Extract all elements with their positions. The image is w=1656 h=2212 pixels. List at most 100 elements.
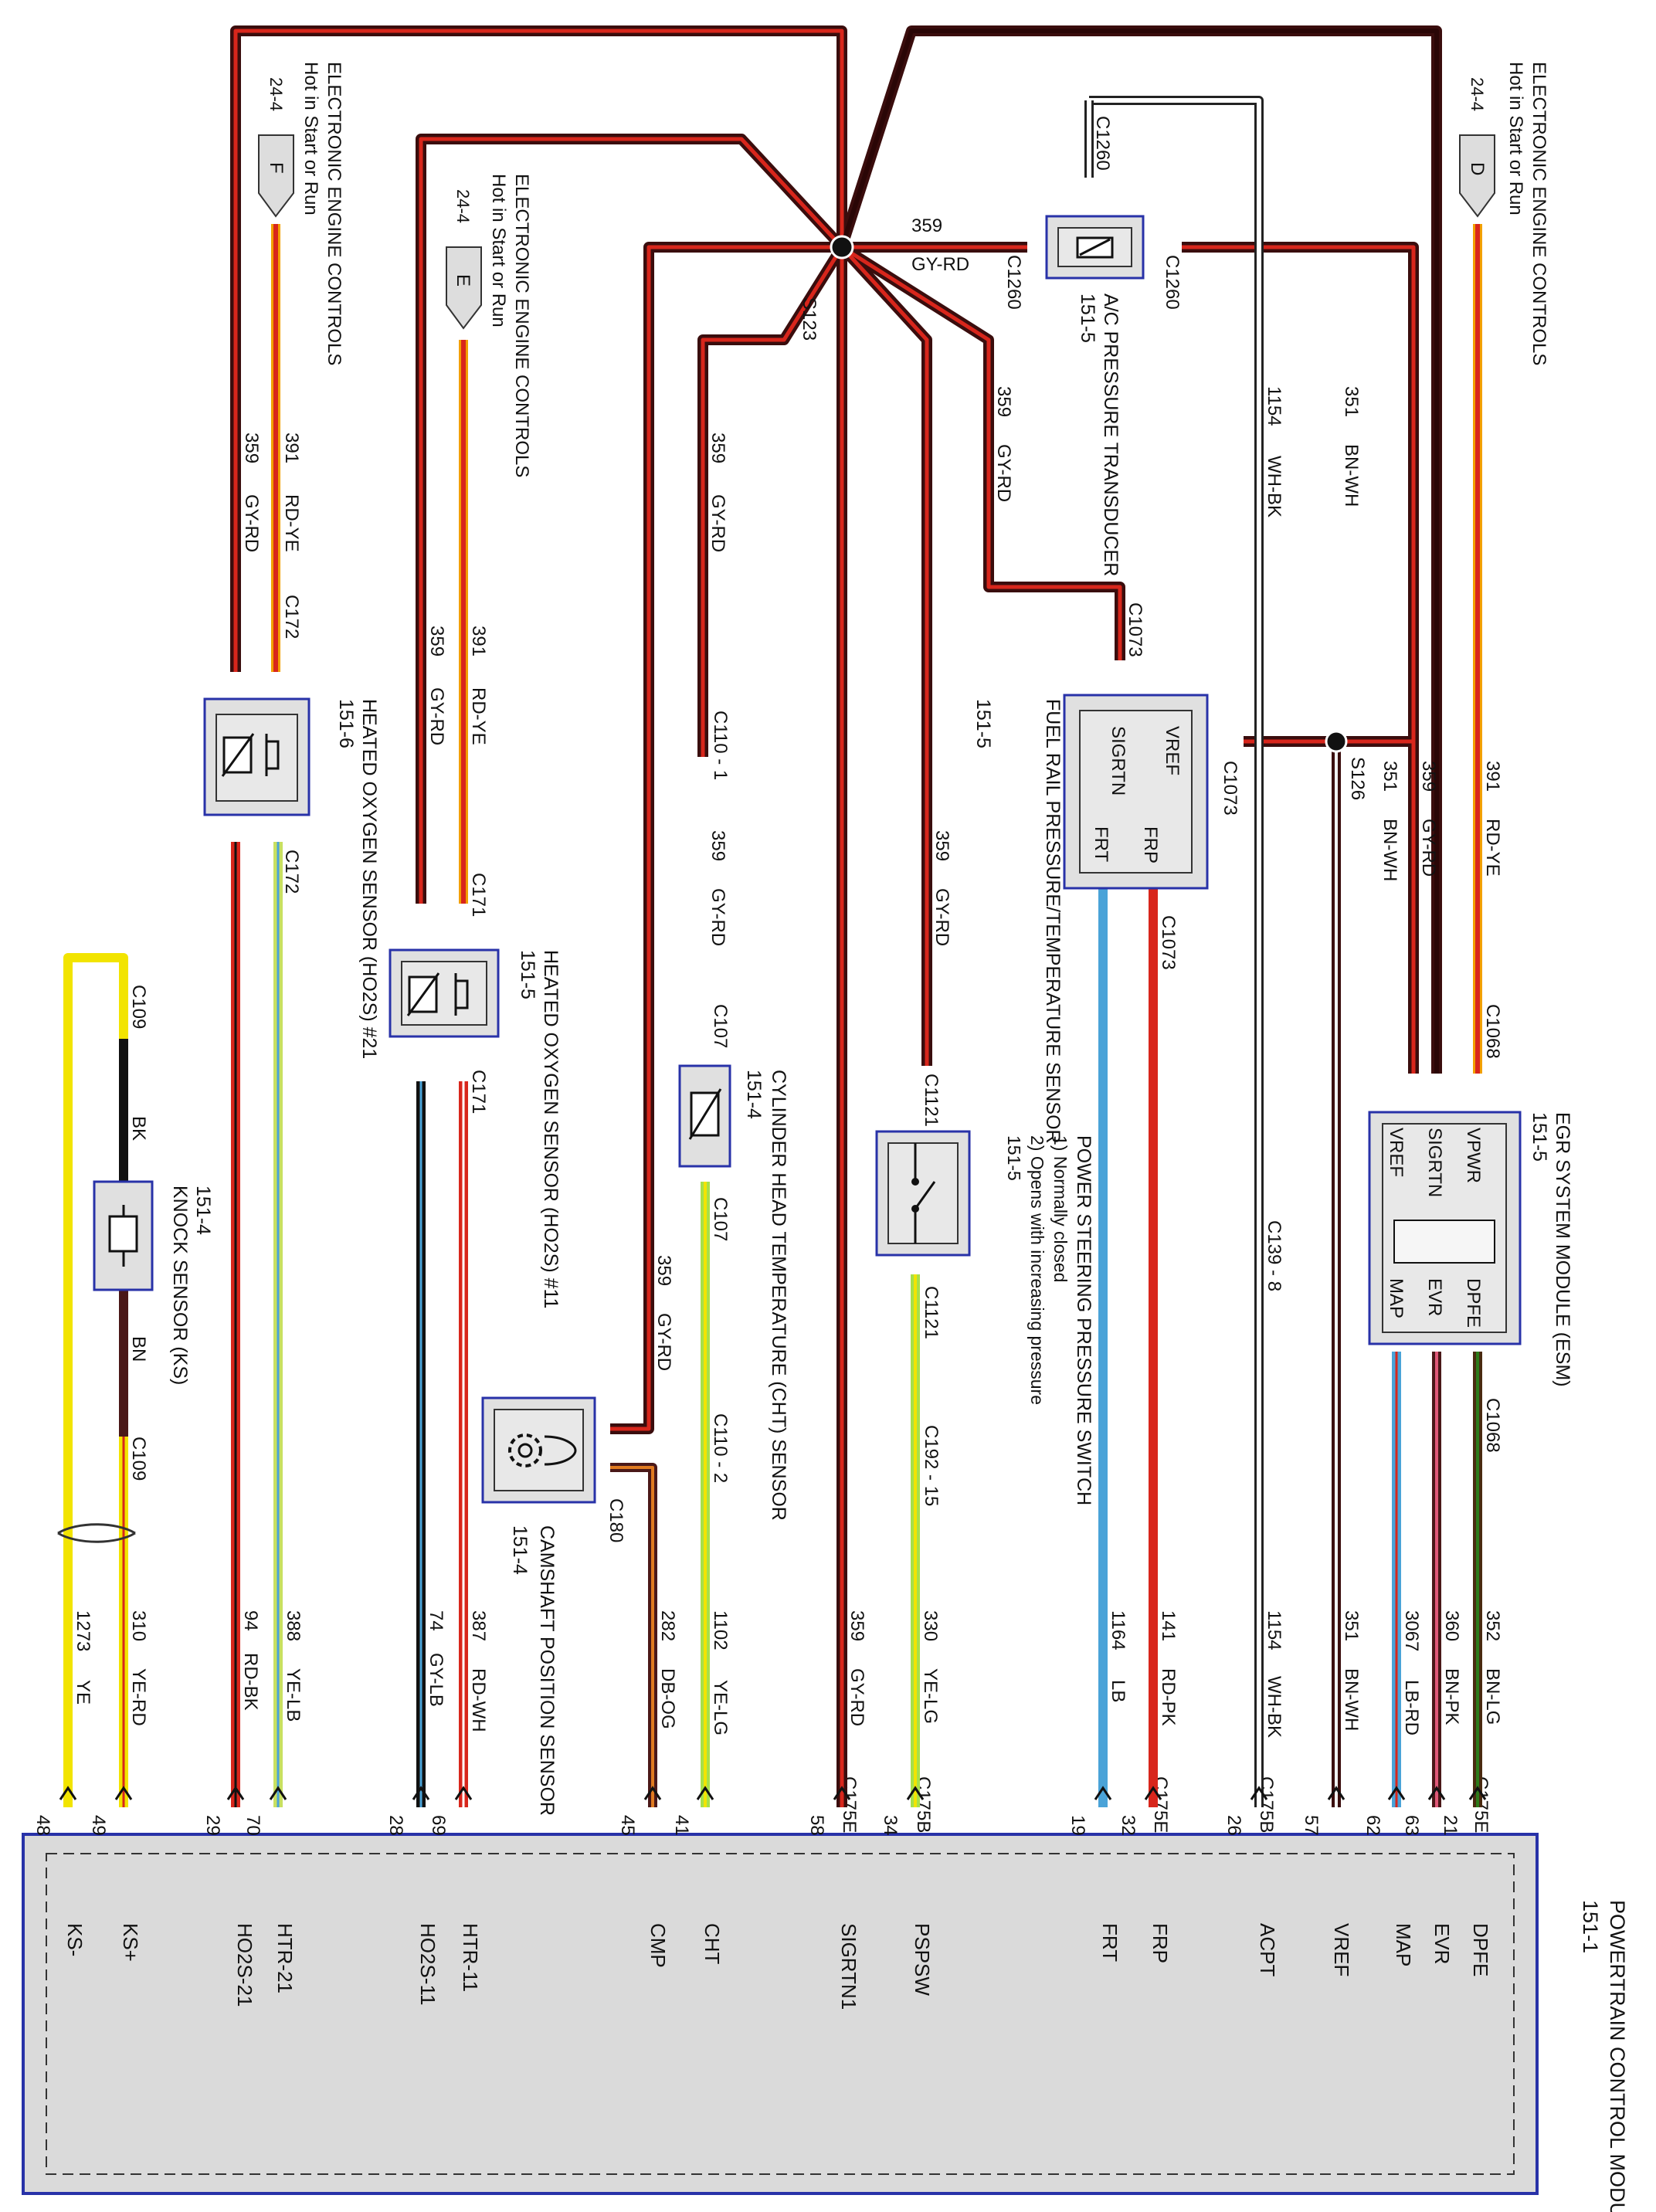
wire-label-282: 282 — [657, 1610, 678, 1641]
pcm-pin-labels: KS- KS+ HO2S-21 HTR-21 HO2S-11 HTR-11 CM… — [63, 1923, 1492, 2010]
wire-label-bnwh-c: BN-WH — [1341, 1668, 1362, 1731]
wire-label-gylb: GY-LB — [426, 1653, 446, 1707]
cht-ref: 151-4 — [743, 1070, 765, 1119]
wire-label-359-h: 359 — [847, 1610, 867, 1641]
wire-label-391-b: 391 — [468, 626, 489, 656]
pcm-pin-dpfe: DPFE — [1469, 1923, 1492, 1976]
cmp-conn: C180 — [606, 1498, 626, 1542]
wire-label-330: 330 — [920, 1610, 941, 1641]
wire-label-gyrd-b: GY-RD — [426, 687, 447, 745]
inline-c110-1: C110 - 1 — [710, 711, 731, 780]
knock-conn-top: C109 — [128, 985, 149, 1029]
frp-conn-bottom: C1073 — [1158, 915, 1179, 970]
knock-ref: 151-4 — [192, 1186, 214, 1235]
acpt-ref: 151-5 — [1077, 293, 1098, 343]
wire-label-351-c: 351 — [1341, 1610, 1362, 1641]
inline-c192-15: C192 - 15 — [921, 1425, 942, 1506]
wire-label-gyrd-i: GY-RD — [1418, 819, 1439, 877]
pcm-module: POWERTRAIN CONTROL MODULE (PCM) 151-1 — [22, 1833, 1629, 2212]
wire-label-391-c: 391 — [1482, 761, 1503, 792]
power-source-e-title: ELECTRONIC ENGINE CONTROLS — [511, 174, 532, 477]
pcm-pin-sigrtn1: SIGRTN1 — [837, 1923, 860, 2010]
ho2s21-ref: 151-6 — [335, 699, 357, 748]
splice-s126 — [1325, 730, 1348, 753]
cmp-title: CAMSHAFT POSITION SENSOR — [536, 1525, 558, 1816]
pcm-pin-htr11: HTR-11 — [459, 1923, 482, 1992]
pcm-pinno-41: 41 — [671, 1815, 692, 1836]
esm-conn-top: C1068 — [1482, 1004, 1503, 1059]
pcm-pinno-58: 58 — [806, 1815, 827, 1836]
wire-label-359-c: 359 — [708, 433, 728, 463]
splices: S123 S126 — [799, 235, 1368, 800]
pcm-pinno-26: 26 — [1223, 1815, 1244, 1836]
pcm-pinno-69: 69 — [428, 1815, 449, 1836]
cht-conn-bottom: C107 — [710, 1197, 731, 1241]
wire-label-gyrd-e: GY-RD — [932, 888, 952, 946]
pcm-pin-pspsw: PSPSW — [911, 1923, 934, 1996]
pcm-pinno-57: 57 — [1301, 1815, 1322, 1836]
ho2s11-title: HEATED OXYGEN SENSOR (HO2S) #11 — [540, 950, 562, 1308]
wire-label-yelb: YE-LB — [283, 1668, 304, 1722]
esm-ref: 151-5 — [1529, 1112, 1550, 1162]
wire-label-bnwh-b: BN-WH — [1379, 819, 1400, 881]
acpt-conn-1: C1260 — [1003, 255, 1024, 310]
wire-label-rdye-a: RD-YE — [281, 494, 302, 552]
splice-s123-label: S123 — [799, 297, 820, 341]
knock-title: KNOCK SENSOR (KS) — [169, 1186, 191, 1385]
wire-label-gyrd-g: GY-RD — [653, 1313, 674, 1371]
wire-label-gyrd-d: GY-RD — [708, 888, 728, 946]
wire-label-1273: 1273 — [73, 1610, 93, 1651]
wire-label-rdbk: RD-BK — [240, 1653, 261, 1711]
ho2s11-conn-top: C171 — [468, 873, 489, 917]
wire-label-310: 310 — [128, 1610, 149, 1641]
pcm-pin-acpt: ACPT — [1256, 1923, 1279, 1976]
wire-label-gyrd-top: GY-RD — [911, 254, 969, 275]
power-source-e: E 24-4 ELECTRONIC ENGINE CONTROLS Hot in… — [446, 174, 532, 477]
esm-pin-dpfe: DPFE — [1463, 1278, 1484, 1328]
power-source-d-letter: D — [1467, 162, 1488, 175]
wire-label-bnwh-a: BN-WH — [1341, 444, 1362, 507]
pcm-pin-ho2s21: HO2S-21 — [233, 1923, 256, 2007]
pcm-pin-frt: FRT — [1098, 1923, 1122, 1962]
wire-label-141: 141 — [1158, 1610, 1179, 1641]
esm-pin-vpwr: VPWR — [1463, 1128, 1484, 1183]
wire-label-388: 388 — [283, 1610, 304, 1641]
wire-label-1154-a: 1154 — [1264, 386, 1284, 426]
wire-label-yerd: YE-RD — [128, 1668, 149, 1726]
psp-switch: POWER STEERING PRESSURE SWITCH 1) Normal… — [875, 1074, 1094, 1505]
wire-label-359-i: 359 — [1418, 761, 1439, 792]
psp-ref: 151-5 — [1004, 1135, 1024, 1181]
pcm-pinno-29: 29 — [202, 1815, 223, 1836]
wire-label-359-d: 359 — [708, 830, 728, 861]
acpt-conn-3: C1260 — [1092, 116, 1113, 171]
wire-label-dbog: DB-OG — [657, 1668, 678, 1729]
wire-label-3067: 3067 — [1401, 1610, 1422, 1651]
pcm-pinno-63: 63 — [1401, 1815, 1422, 1836]
inline-c110-2: C110 - 2 — [710, 1413, 731, 1483]
splice-s123 — [830, 235, 854, 260]
knock-sensor: KNOCK SENSOR (KS) 151-4 C109 C109 BK BN — [93, 985, 214, 1481]
esm-module: VPWR SIGRTN VREF DPFE EVR MAP EGR SYSTEM… — [1368, 1004, 1573, 1453]
pcm-pin-htr21: HTR-21 — [273, 1923, 297, 1993]
acpt-title: A/C PRESSURE TRANSDUCER — [1100, 293, 1122, 576]
wire-label-359-a: 359 — [241, 433, 262, 463]
ho2s11-conn-bottom: C171 — [468, 1070, 489, 1114]
wire-label-351-a: 351 — [1341, 386, 1362, 417]
psp-conn-top: C1121 — [921, 1074, 942, 1127]
wire-label-387: 387 — [468, 1610, 489, 1641]
frp-pin-frp: FRP — [1140, 826, 1161, 863]
frp-title: FUEL RAIL PRESSURE/TEMPERATURE SENSOR — [1042, 699, 1064, 1144]
power-source-d-sub: Hot in Start or Run — [1505, 62, 1526, 215]
pcm-pin-frp: FRP — [1149, 1923, 1172, 1963]
wires — [57, 25, 1482, 1807]
wire-label-360: 360 — [1441, 1610, 1462, 1641]
pcm-pinno-48: 48 — [32, 1815, 53, 1836]
pcm-pin-ks-plus: KS+ — [119, 1923, 142, 1962]
wire-labels: 391 RD-YE 359 GY-RD 391 RD-YE 359 GY-RD … — [73, 215, 1503, 1738]
pcm-pinno-62: 62 — [1362, 1815, 1383, 1836]
cht-conn-top: C107 — [710, 1004, 731, 1048]
splice-s126-label: S126 — [1347, 757, 1368, 800]
psp-note-2: 2) Opens with increasing pressure — [1027, 1135, 1047, 1405]
wire-label-352: 352 — [1482, 1610, 1503, 1641]
